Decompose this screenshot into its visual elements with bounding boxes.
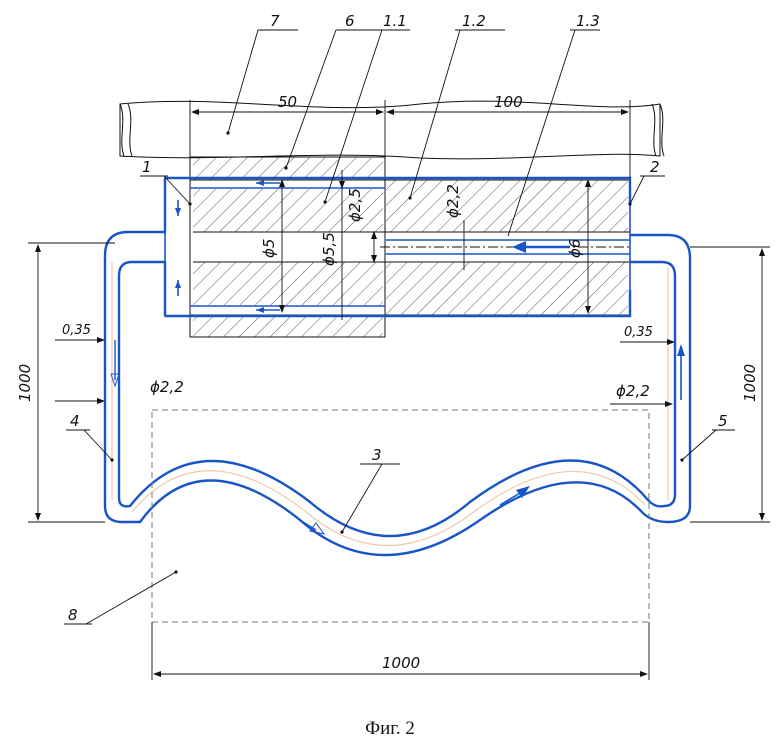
label-1-2: 1.2: [462, 12, 486, 30]
dim-1000-bottom: 1000: [382, 654, 420, 672]
dim-phi-5: ϕ5: [260, 239, 278, 258]
dim-phi-2-2-right: ϕ2,2: [616, 382, 650, 400]
dim-0-35-left: 0,35: [62, 323, 91, 338]
dim-0-35-right: 0,35: [624, 325, 653, 340]
label-8: 8: [68, 606, 78, 624]
plate-7: [120, 101, 664, 159]
figure-caption: Фиг. 2: [0, 718, 780, 740]
object-8-outline: [152, 410, 649, 622]
label-4: 4: [70, 412, 80, 430]
dim-phi-2-5: ϕ2,5: [346, 188, 364, 222]
element-1-1-bottom-hatch: [193, 262, 383, 305]
dim-1000-right: 1000: [741, 364, 759, 402]
element-6-top-hatch: [193, 157, 383, 180]
label-3: 3: [372, 446, 382, 464]
dim-phi-2-2-left: ϕ2,2: [150, 378, 184, 396]
dim-phi-2-2-top: ϕ2,2: [444, 184, 462, 218]
element-1-2-top-hatch: [386, 180, 628, 232]
dim-1000-left: 1000: [16, 364, 34, 402]
element-6-bottom-hatch: [193, 315, 383, 337]
label-7: 7: [270, 12, 280, 30]
label-2: 2: [650, 158, 660, 176]
dim-phi-5-5: ϕ5,5: [320, 232, 338, 266]
element-1-2-bottom-hatch: [386, 262, 628, 315]
label-1-1: 1.1: [383, 12, 407, 30]
cooling-contour: [105, 178, 690, 555]
dim-50: 50: [278, 93, 297, 111]
part-labels: 7 6 1.1 1.2 1.3 1 2 3 4 5 8: [68, 12, 728, 624]
label-6: 6: [345, 12, 355, 30]
dim-100: 100: [494, 93, 523, 111]
label-1-3: 1.3: [576, 12, 600, 30]
label-5: 5: [718, 412, 728, 430]
label-1: 1: [142, 158, 152, 176]
dim-phi-6: ϕ6: [566, 239, 584, 258]
